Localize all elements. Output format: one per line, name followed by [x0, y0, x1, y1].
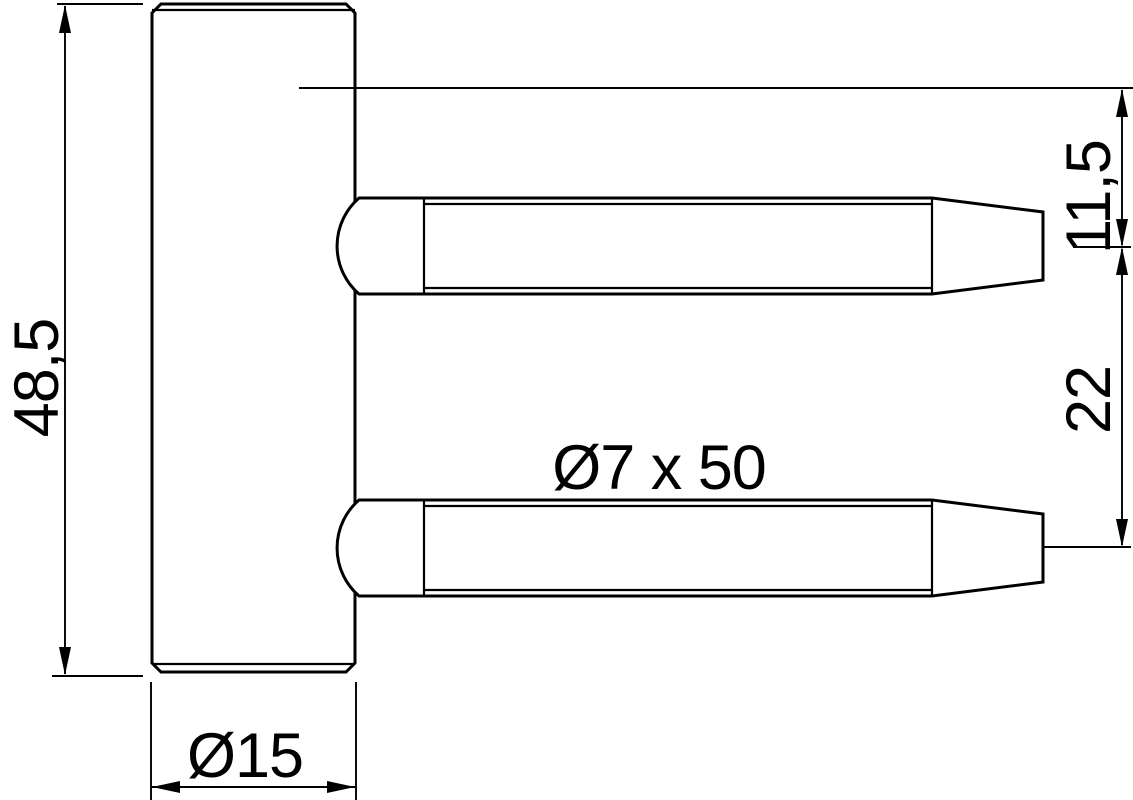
diameter-dimension-label: Ø15 — [187, 721, 303, 791]
pin-offset-dimension-label: 11,5 — [1054, 140, 1124, 254]
diameter-arrow-left — [152, 781, 180, 793]
pin-size-label: Ø7 x 50 — [552, 433, 766, 503]
pin-spacing-dimension-label: 22 — [1054, 366, 1124, 434]
height-arrow-up — [59, 5, 71, 33]
diameter-arrow-right — [327, 781, 355, 793]
barrel-outline — [150, 2, 357, 674]
pin-spacing-arrow-up — [1116, 247, 1128, 275]
pin-offset-arrow-up — [1116, 89, 1128, 117]
pin-offset-arrow-down — [1116, 219, 1128, 247]
pin-spacing-arrow-down — [1116, 519, 1128, 547]
height-arrow-down — [59, 647, 71, 675]
bottom-pin-outline — [335, 498, 1045, 598]
top-pin-outline — [335, 196, 1045, 296]
height-dimension-label: 48,5 — [2, 319, 72, 438]
